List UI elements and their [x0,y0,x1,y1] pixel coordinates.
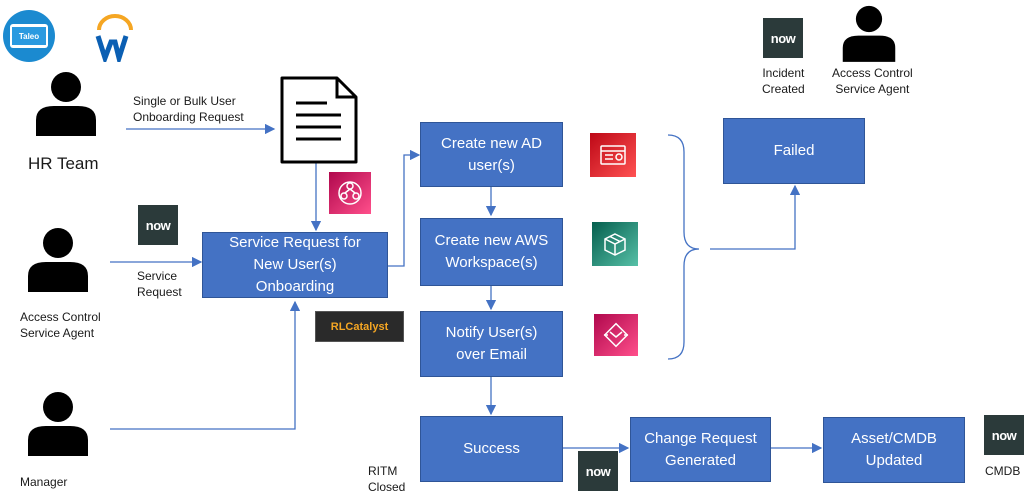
incident-created-label: Incident Created [762,66,805,96]
aws-directory-service-icon [590,133,636,177]
create-ad-box: Create new AD user(s) [420,122,563,187]
change-request-box: Change Request Generated [630,417,771,482]
hr-team-label: HR Team [28,154,99,173]
servicenow-logo-cmdb: now [984,415,1024,455]
access-agent-person-icon [26,226,90,297]
arrow-service-to-ad [388,149,421,267]
servicenow-logo-agent: now [138,205,178,245]
success-box: Success [420,416,563,482]
taleo-logo: Taleo [3,10,55,62]
service-request-box: Service Request for New User(s) Onboardi… [202,232,388,298]
failed-box: Failed [723,118,865,184]
cmdb-label: CMDB [985,464,1021,478]
access-agent-label: Access Control Service Agent [20,310,101,340]
rlcatalyst-logo-text: RLCatalyst [330,320,389,333]
notify-box: Notify User(s) over Email [420,311,563,377]
right-agent-person-icon [841,4,897,67]
servicenow-logo-ritm: now [578,451,618,491]
hr-team-person-icon [34,70,98,141]
workday-logo [95,14,135,68]
service-request-label: Service Request [137,269,182,299]
right-agent-label: Access Control Service Agent [832,66,913,96]
taleo-logo-text: Taleo [12,27,46,45]
onboarding-request-label: Single or Bulk User Onboarding Request [133,94,244,124]
create-aws-box: Create new AWS Workspace(s) [420,218,563,286]
arrow-manager-to-service [110,300,301,430]
aws-ses-icon [594,314,638,356]
failure-brace [667,134,700,360]
servicenow-logo-incident: now [763,18,803,58]
rlcatalyst-logo: RLCatalyst [315,311,404,342]
aws-workspaces-icon [592,222,638,266]
arrow-brace-to-failed [710,184,801,250]
asset-cmdb-box: Asset/CMDB Updated [823,417,965,483]
aws-step-functions-icon [329,172,371,214]
document-icon [279,75,359,170]
manager-person-icon [26,390,90,461]
manager-label: Manager [20,475,68,489]
ritm-closed-label: RITM Closed [368,464,406,494]
